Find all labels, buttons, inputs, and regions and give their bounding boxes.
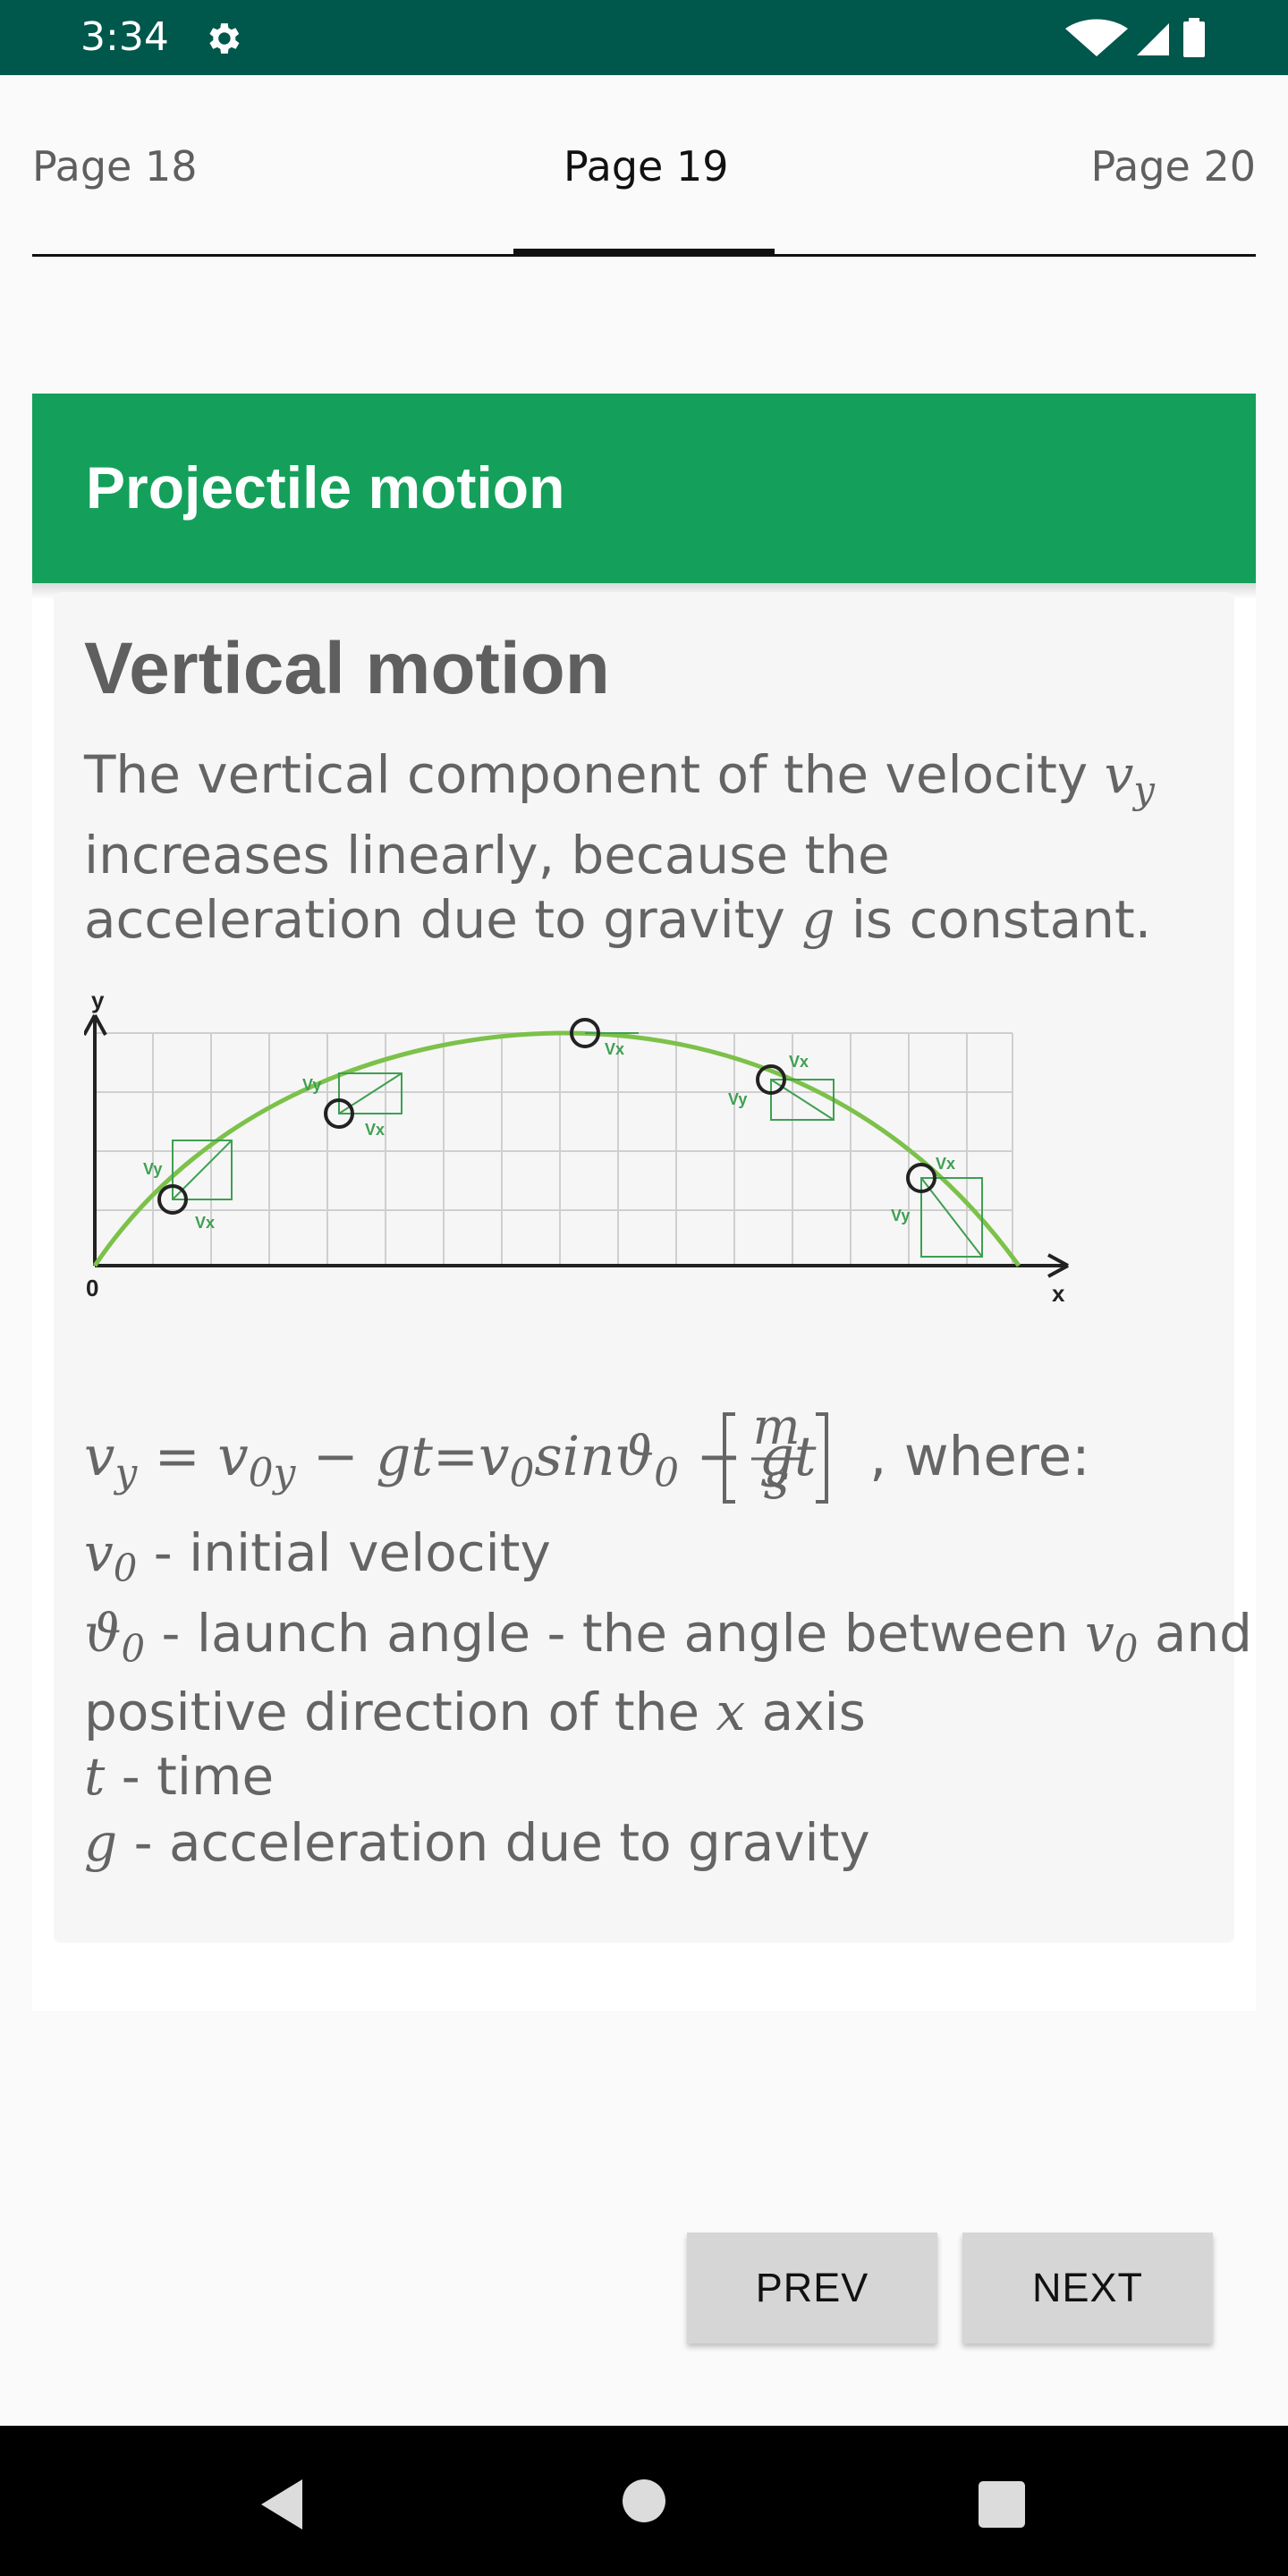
status-bar: 3:34 — [0, 0, 1288, 75]
card-header: Projectile motion — [32, 394, 1256, 583]
svg-text:m: m — [752, 1403, 800, 1456]
svg-text:Vx: Vx — [789, 1053, 809, 1071]
x-axis-label: x — [1052, 1280, 1065, 1307]
svg-text:Vy: Vy — [728, 1090, 747, 1108]
svg-text:Vy: Vy — [891, 1207, 910, 1224]
gear-icon — [209, 23, 240, 54]
status-time: 3:34 — [80, 14, 169, 60]
description-paragraph: The vertical component of the velocity v… — [84, 742, 1202, 952]
section-title: Vertical motion — [84, 628, 610, 709]
wifi-icon — [1065, 19, 1128, 56]
tab-page-19[interactable]: Page 19 — [564, 142, 729, 191]
vector-labels: Vy Vx Vy Vx Vx Vx Vy Vx Vy — [143, 1040, 955, 1232]
page-tabs: Page 18 Page 19 Page 20 — [0, 75, 1288, 259]
velocity-vectors — [172, 1032, 983, 1258]
paragraph-text-2: increases linearly, because the accelera… — [84, 824, 890, 950]
definition-v0: v0 - initial velocity — [84, 1522, 551, 1590]
formula-where: , where: — [869, 1425, 1090, 1488]
recent-apps-square-icon[interactable] — [979, 2481, 1025, 2528]
svg-text:Vy: Vy — [143, 1160, 162, 1178]
home-circle-icon[interactable] — [623, 2479, 665, 2522]
projectile-points — [157, 1018, 936, 1215]
y-axis-arrowhead — [84, 1014, 107, 1036]
y-axis-label: y — [91, 987, 105, 1013]
definition-theta-line2: positive direction of the x axis — [84, 1682, 866, 1742]
origin-label: 0 — [86, 1275, 98, 1301]
tab-page-20[interactable]: Page 20 — [1090, 142, 1256, 191]
definition-g: g - acceleration due to gravity — [84, 1812, 870, 1873]
card-title: Projectile motion — [86, 454, 565, 521]
svg-text:s: s — [764, 1453, 790, 1511]
svg-text:Vx: Vx — [195, 1214, 215, 1232]
system-navigation-bar — [0, 2426, 1288, 2576]
x-axis-arrowhead — [1047, 1253, 1069, 1278]
battery-icon — [1183, 21, 1205, 57]
var-vy: vy — [1104, 744, 1156, 812]
velocity-formula: vy = v0y − gt=v0sinϑ0 − gt m s , where: — [84, 1400, 1202, 1511]
tab-page-18[interactable]: Page 18 — [32, 142, 198, 191]
formula-expression: vy = v0y − gt=v0sinϑ0 − gt — [84, 1425, 817, 1496]
trajectory-curve — [92, 1030, 1021, 1267]
cell-signal-icon — [1137, 23, 1169, 55]
var-g: g — [801, 888, 835, 950]
svg-text:Vy: Vy — [302, 1076, 321, 1094]
paragraph-text-1: The vertical component of the velocity — [84, 744, 1089, 805]
svg-text:Vx: Vx — [365, 1121, 385, 1139]
status-icons — [1065, 18, 1205, 57]
prev-button[interactable]: PREV — [687, 2233, 937, 2343]
back-triangle-icon[interactable] — [256, 2476, 308, 2533]
svg-text:Vx: Vx — [605, 1040, 624, 1058]
active-tab-indicator — [513, 249, 775, 256]
svg-text:Vx: Vx — [936, 1155, 955, 1173]
axes — [93, 1015, 1068, 1267]
projectile-diagram: y x 0 — [84, 987, 1069, 1307]
paragraph-text-3: is constant. — [851, 888, 1152, 950]
unit-fraction: m s — [723, 1403, 828, 1511]
lesson-card: Projectile motion Vertical motion The ve… — [32, 394, 1256, 2011]
next-button[interactable]: NEXT — [962, 2233, 1213, 2343]
definition-t: t - time — [84, 1746, 275, 1807]
definition-theta: ϑ0 - launch angle - the angle between v0… — [84, 1603, 1252, 1671]
